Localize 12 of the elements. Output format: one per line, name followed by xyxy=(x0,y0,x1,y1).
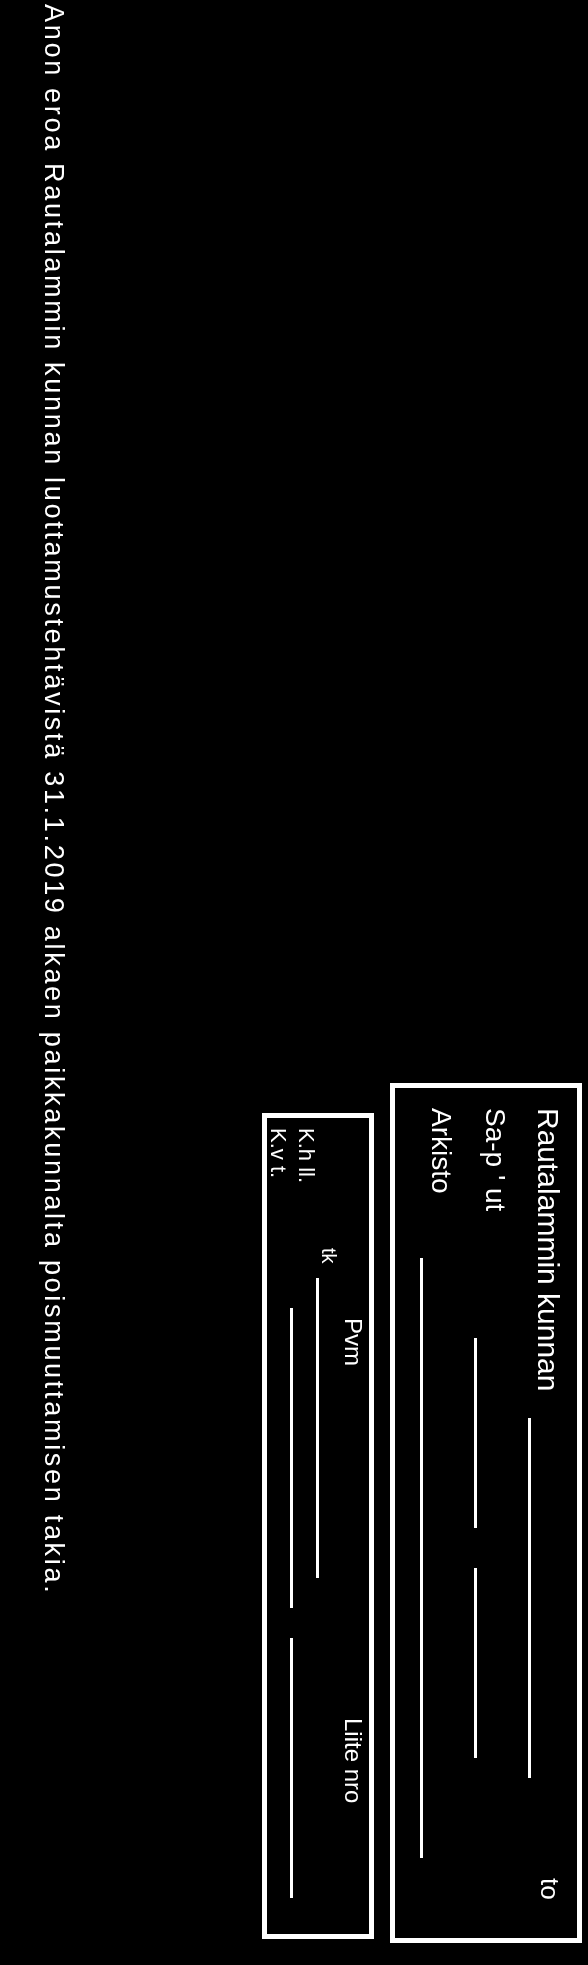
stamp-text: Arkisto xyxy=(427,1108,455,1194)
stamp-text: Rautalammin kunnan xyxy=(533,1108,563,1392)
stamp-text: Liite nro xyxy=(341,1718,365,1804)
stamp-text: tk xyxy=(319,1248,339,1264)
paragraph: Anon eroa Rautalammin kunnan luottamustehtävistä 31.1.2019 alkaen paikkakunnalta poismuuttamisen takia. xyxy=(38,4,70,1598)
stamp-text: K.h ll. xyxy=(295,1128,317,1184)
stamp-text: K.v t. xyxy=(267,1128,289,1179)
stamp-box xyxy=(390,1083,582,1943)
stamp-text: Sa-p ' ut xyxy=(481,1108,509,1212)
stamp-box xyxy=(262,1113,374,1939)
stamp-text: Pvm xyxy=(341,1318,365,1366)
stamp-text: to xyxy=(537,1878,563,1900)
